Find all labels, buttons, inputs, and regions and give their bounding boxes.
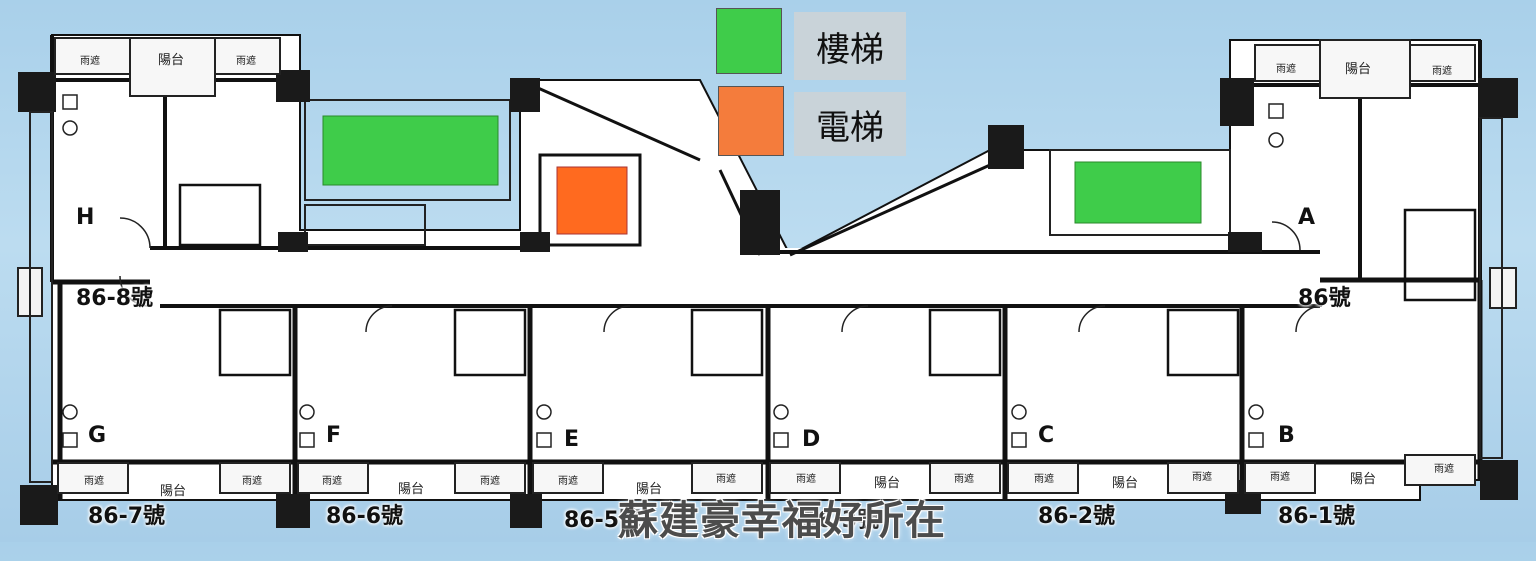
- rain-cover-label: 雨遮: [1276, 64, 1296, 75]
- corridor: [150, 248, 1320, 306]
- unit-h-label: H 86-8號: [76, 150, 153, 339]
- unit-g-id: G: [88, 423, 107, 448]
- rain-cover-label: 雨遮: [716, 474, 736, 485]
- unit-e-id: E: [564, 427, 580, 452]
- lower-balcony-strips: [57, 454, 1476, 494]
- caption-text: 蘇建豪幸福好所在: [618, 498, 946, 544]
- side-balconies: [17, 111, 1517, 483]
- unit-a-number: 86號: [1298, 286, 1351, 311]
- unit-d-number: 86-3號: [802, 508, 880, 533]
- unit-f-number: 86-6號: [326, 504, 404, 529]
- stairs-highlight-left: [322, 115, 499, 186]
- floor-plan: [17, 34, 1518, 528]
- balcony-label: 陽台: [398, 482, 425, 497]
- legend-elevator-label: 電梯: [794, 92, 906, 156]
- unit-c-number: 86-2號: [1038, 504, 1116, 529]
- door-swings: [119, 217, 1323, 333]
- legend-elevator-swatch: [718, 86, 784, 156]
- unit-h-id: H: [76, 205, 95, 230]
- structural-columns: [18, 70, 1518, 528]
- rain-cover-label: 雨遮: [242, 476, 262, 487]
- unit-g-label: G 86-7號: [88, 368, 165, 557]
- kitchen-fixtures: [62, 94, 1284, 448]
- balcony-label: 陽台: [160, 484, 187, 499]
- balcony-label: 陽台: [874, 476, 901, 491]
- unit-b-id: B: [1278, 423, 1295, 448]
- unit-d-id: D: [802, 427, 821, 452]
- legend-stairs-label: 樓梯: [794, 12, 906, 80]
- rain-cover-label: 雨遮: [1432, 66, 1452, 77]
- unit-g-number: 86-7號: [88, 504, 166, 529]
- rain-cover-label: 雨遮: [322, 476, 342, 487]
- balcony-label: 陽台: [1345, 62, 1372, 77]
- rain-cover-label: 雨遮: [954, 474, 974, 485]
- bathrooms: [178, 183, 1477, 377]
- unit-c-label: C 86-2號: [1038, 368, 1115, 557]
- rain-cover-label: 雨遮: [796, 474, 816, 485]
- rain-cover-label: 雨遮: [1034, 474, 1054, 485]
- unit-f-label: F 86-6號: [326, 368, 403, 557]
- unit-e-label: E 86-5號: [564, 372, 641, 561]
- unit-b-number: 86-1號: [1278, 504, 1356, 529]
- unit-c-id: C: [1038, 423, 1055, 448]
- rain-cover-label: 雨遮: [480, 476, 500, 487]
- rain-cover-label: 雨遮: [1434, 464, 1454, 475]
- upper-balcony-strips: [54, 37, 1476, 99]
- unit-a-id: A: [1298, 205, 1316, 230]
- balcony-label: 陽台: [1350, 472, 1377, 487]
- stairs-highlight-right: [1074, 161, 1202, 224]
- unit-a-label: A 86號: [1298, 150, 1351, 339]
- balcony-label: 陽台: [158, 53, 185, 68]
- rain-cover-label: 雨遮: [1192, 472, 1212, 483]
- balcony-label: 陽台: [1112, 476, 1139, 491]
- stair-cores: [304, 99, 1231, 246]
- unit-d-label: D 86-3號: [802, 372, 879, 561]
- balcony-label: 陽台: [636, 482, 663, 497]
- unit-e-number: 86-5號: [564, 508, 642, 533]
- rain-cover-label: 雨遮: [1270, 472, 1290, 483]
- legend-stairs-swatch: [716, 8, 782, 74]
- rain-cover-label: 雨遮: [558, 476, 578, 487]
- unit-f-id: F: [326, 423, 342, 448]
- unit-b-label: B 86-1號: [1278, 368, 1355, 557]
- rain-cover-label: 雨遮: [80, 56, 100, 67]
- elevator-highlight: [556, 166, 628, 235]
- rain-cover-label: 雨遮: [236, 56, 256, 67]
- rain-cover-label: 雨遮: [84, 476, 104, 487]
- unit-h-number: 86-8號: [76, 286, 154, 311]
